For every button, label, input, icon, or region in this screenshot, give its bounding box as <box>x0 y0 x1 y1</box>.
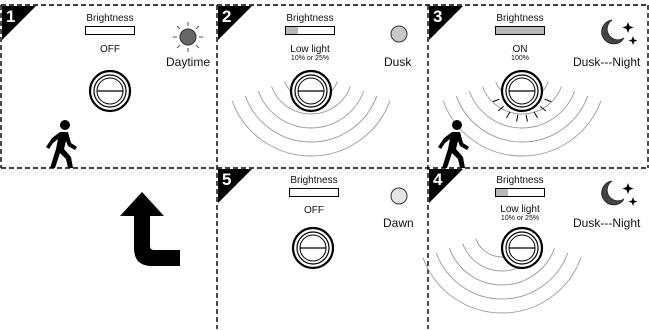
panel-4: 4 Brightness Low light 10% or 25% Dusk--… <box>422 169 647 330</box>
light-state: ON <box>512 44 528 55</box>
walking-person-icon <box>42 119 82 174</box>
light-state: Low light <box>290 44 330 55</box>
panel-5: 5 Brightness OFF Dawn <box>218 169 427 329</box>
step-badge: 3 <box>429 6 469 46</box>
step-number: 5 <box>222 170 232 189</box>
ambient-label: Dusk <box>384 55 412 69</box>
light-state: Low light <box>500 204 540 215</box>
light-state: OFF <box>304 205 324 216</box>
light-state-detail: 10% or 25% <box>290 55 330 62</box>
brightness-fill <box>496 27 544 34</box>
light-state-detail: 100% <box>511 55 529 62</box>
sun-icon <box>167 18 209 63</box>
step-badge: 2 <box>218 6 258 46</box>
brightness-bar <box>495 26 545 35</box>
motion-sensor-light-icon <box>290 225 336 276</box>
step-badge: 1 <box>2 6 42 46</box>
brightness-fill <box>496 189 508 196</box>
brightness-label: Brightness <box>290 175 338 186</box>
ambient-label: Daytime <box>166 55 211 69</box>
panel-2: 2 Brightness Low light 10% or 25% Dusk <box>218 6 427 167</box>
motion-sensor-light-icon <box>499 225 545 276</box>
step-badge: 4 <box>429 169 469 209</box>
motion-detection-waves <box>422 225 599 330</box>
motion-sensor-light-icon <box>492 68 552 122</box>
brightness-bar <box>289 188 339 197</box>
light-state: OFF <box>100 44 120 55</box>
brightness-bar <box>285 26 335 35</box>
moon-stars-icon <box>596 16 640 57</box>
step-badge: 5 <box>218 169 258 209</box>
brightness-bar <box>495 188 545 197</box>
motion-sensor-light-icon <box>288 68 334 119</box>
motion-sensor-light-icon <box>87 68 133 119</box>
step-number: 4 <box>433 170 443 189</box>
brightness-label: Brightness <box>86 13 134 24</box>
step-number: 1 <box>6 7 16 26</box>
ambient-label: Dusk---Night <box>573 216 641 230</box>
panel-1: 1 Brightness OFF Daytime <box>2 6 216 168</box>
step-number: 3 <box>433 7 443 26</box>
dusk-circle-icon <box>389 24 409 49</box>
return-arrow-icon <box>112 190 187 275</box>
brightness-label: Brightness <box>286 13 334 24</box>
light-state-detail: 10% or 25% <box>500 215 540 222</box>
ambient-label: Dawn <box>383 216 414 230</box>
brightness-fill <box>286 27 298 34</box>
ambient-label: Dusk---Night <box>573 55 641 69</box>
step-number: 2 <box>222 7 232 26</box>
panel-3: 3 Brightness ON 100% Dusk---Night <box>429 6 647 168</box>
brightness-bar <box>85 26 135 35</box>
moon-stars-icon <box>596 177 640 218</box>
brightness-label: Brightness <box>496 13 544 24</box>
brightness-label: Brightness <box>496 175 544 186</box>
walking-person-icon <box>434 119 474 174</box>
dawn-circle-icon <box>389 186 409 211</box>
